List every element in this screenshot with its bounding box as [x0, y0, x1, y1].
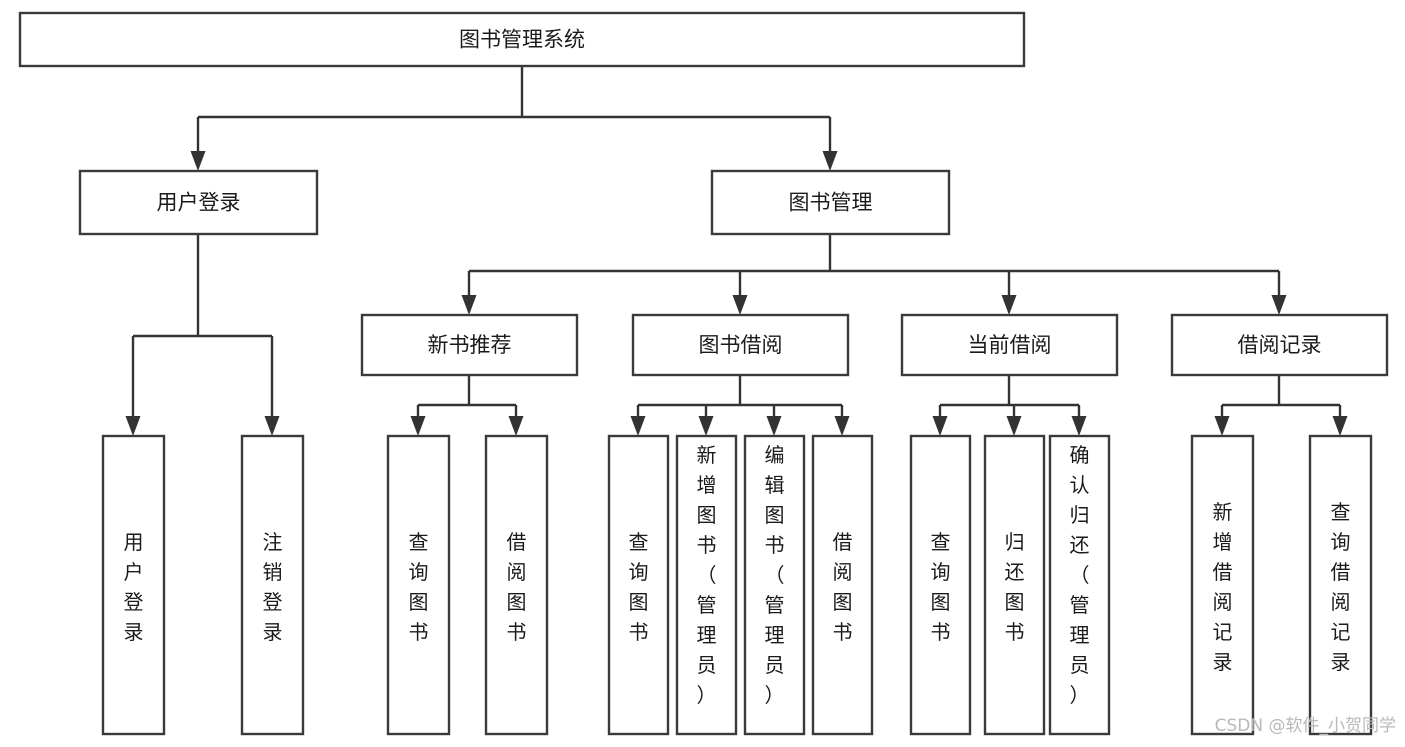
- node-box-leaf-borrow-book-2[interactable]: [811, 434, 874, 736]
- node-label-book-manage: 图书管理: [789, 191, 873, 215]
- arrow-head-icon: [834, 416, 850, 436]
- arrow-head-icon: [461, 295, 477, 315]
- connectors-layer: [125, 66, 1348, 436]
- node-label-leaf-query-book-1: 查询图书: [409, 530, 429, 644]
- node-box-leaf-user-login[interactable]: [101, 434, 166, 736]
- node-box-book-borrow[interactable]: [631, 313, 850, 377]
- node-label-current-borrow: 当前借阅: [968, 333, 1052, 357]
- node-box-leaf-add-book[interactable]: [675, 434, 738, 736]
- node-root[interactable]: 图书管理系统: [18, 11, 1026, 68]
- node-leaf-query-book-2[interactable]: 查询图书: [607, 434, 670, 736]
- node-leaf-confirm-return[interactable]: 确认归还（管理员）: [1048, 434, 1111, 736]
- node-leaf-user-login[interactable]: 用户登录: [101, 434, 166, 736]
- node-label-leaf-add-record: 新增借阅记录: [1213, 500, 1233, 674]
- node-leaf-return-book[interactable]: 归还图书: [983, 434, 1046, 736]
- arrow-head-icon: [630, 416, 646, 436]
- node-label-new-book-recommend: 新书推荐: [428, 333, 512, 357]
- node-label-leaf-add-book: 新增图书（管理员）: [697, 443, 717, 707]
- node-box-leaf-borrow-book-1[interactable]: [484, 434, 549, 736]
- node-label-leaf-query-book-3: 查询图书: [931, 530, 951, 644]
- nodes-layer: 图书管理系统用户登录图书管理新书推荐图书借阅当前借阅借阅记录用户登录注销登录查询…: [18, 11, 1389, 736]
- node-box-new-book-recommend[interactable]: [360, 313, 579, 377]
- connector-group-book-borrow-to-leaves: [630, 375, 850, 436]
- connector-group-book-manage-to-level3: [461, 234, 1287, 315]
- node-label-leaf-borrow-book-2: 借阅图书: [833, 530, 853, 644]
- arrow-head-icon: [1271, 295, 1287, 315]
- node-box-current-borrow[interactable]: [900, 313, 1119, 377]
- node-leaf-query-book-3[interactable]: 查询图书: [909, 434, 972, 736]
- connector-group-current-borrow-to-leaves: [932, 375, 1087, 436]
- node-box-leaf-query-book-2[interactable]: [607, 434, 670, 736]
- arrow-head-icon: [190, 151, 206, 171]
- connector-group-root-to-level2: [190, 66, 838, 171]
- node-label-leaf-query-book-2: 查询图书: [629, 530, 649, 644]
- node-box-root[interactable]: [18, 11, 1026, 68]
- connector-group-borrow-record-to-leaves: [1214, 375, 1348, 436]
- node-user-login[interactable]: 用户登录: [78, 169, 319, 236]
- node-box-leaf-confirm-return[interactable]: [1048, 434, 1111, 736]
- node-box-borrow-record[interactable]: [1170, 313, 1389, 377]
- node-label-leaf-return-book: 归还图书: [1005, 530, 1025, 644]
- node-leaf-borrow-book-2[interactable]: 借阅图书: [811, 434, 874, 736]
- node-box-book-manage[interactable]: [710, 169, 951, 236]
- arrow-head-icon: [125, 416, 141, 436]
- node-leaf-add-book[interactable]: 新增图书（管理员）: [675, 434, 738, 736]
- arrow-head-icon: [766, 416, 782, 436]
- arrow-head-icon: [1214, 416, 1230, 436]
- node-new-book-recommend[interactable]: 新书推荐: [360, 313, 579, 377]
- node-label-leaf-borrow-book-1: 借阅图书: [507, 530, 527, 644]
- node-box-leaf-query-book-3[interactable]: [909, 434, 972, 736]
- node-label-root: 图书管理系统: [459, 28, 585, 52]
- node-label-user-login: 用户登录: [157, 191, 241, 215]
- arrow-head-icon: [410, 416, 426, 436]
- arrow-head-icon: [264, 416, 280, 436]
- node-box-leaf-add-record[interactable]: [1190, 434, 1255, 736]
- arrow-head-icon: [822, 151, 838, 171]
- arrow-head-icon: [932, 416, 948, 436]
- node-leaf-edit-book[interactable]: 编辑图书（管理员）: [743, 434, 806, 736]
- arrow-head-icon: [1006, 416, 1022, 436]
- node-label-borrow-record: 借阅记录: [1238, 333, 1322, 357]
- node-label-book-borrow: 图书借阅: [699, 333, 783, 357]
- arrow-head-icon: [732, 295, 748, 315]
- node-borrow-record[interactable]: 借阅记录: [1170, 313, 1389, 377]
- node-box-leaf-return-book[interactable]: [983, 434, 1046, 736]
- node-leaf-borrow-book-1[interactable]: 借阅图书: [484, 434, 549, 736]
- node-leaf-query-record[interactable]: 查询借阅记录: [1308, 434, 1373, 736]
- csdn-watermark: CSDN @软件_小贺同学: [1215, 716, 1396, 736]
- node-label-leaf-edit-book: 编辑图书（管理员）: [765, 443, 785, 707]
- node-box-leaf-logout[interactable]: [240, 434, 305, 736]
- node-current-borrow[interactable]: 当前借阅: [900, 313, 1119, 377]
- node-label-leaf-query-record: 查询借阅记录: [1331, 500, 1351, 674]
- node-book-manage[interactable]: 图书管理: [710, 169, 951, 236]
- node-leaf-query-book-1[interactable]: 查询图书: [386, 434, 451, 736]
- node-label-leaf-user-login: 用户登录: [124, 530, 144, 644]
- node-box-user-login[interactable]: [78, 169, 319, 236]
- node-box-leaf-query-record[interactable]: [1308, 434, 1373, 736]
- arrow-head-icon: [1071, 416, 1087, 436]
- arrow-head-icon: [508, 416, 524, 436]
- arrow-head-icon: [698, 416, 714, 436]
- arrow-head-icon: [1001, 295, 1017, 315]
- node-label-leaf-confirm-return: 确认归还（管理员）: [1070, 443, 1090, 707]
- node-leaf-logout[interactable]: 注销登录: [240, 434, 305, 736]
- connector-group-user-login-to-leaves: [125, 234, 280, 436]
- node-box-leaf-edit-book[interactable]: [743, 434, 806, 736]
- connector-group-new-book-to-leaves: [410, 375, 524, 436]
- node-leaf-add-record[interactable]: 新增借阅记录: [1190, 434, 1255, 736]
- node-box-leaf-query-book-1[interactable]: [386, 434, 451, 736]
- arrow-head-icon: [1332, 416, 1348, 436]
- node-label-leaf-logout: 注销登录: [263, 530, 283, 644]
- node-book-borrow[interactable]: 图书借阅: [631, 313, 850, 377]
